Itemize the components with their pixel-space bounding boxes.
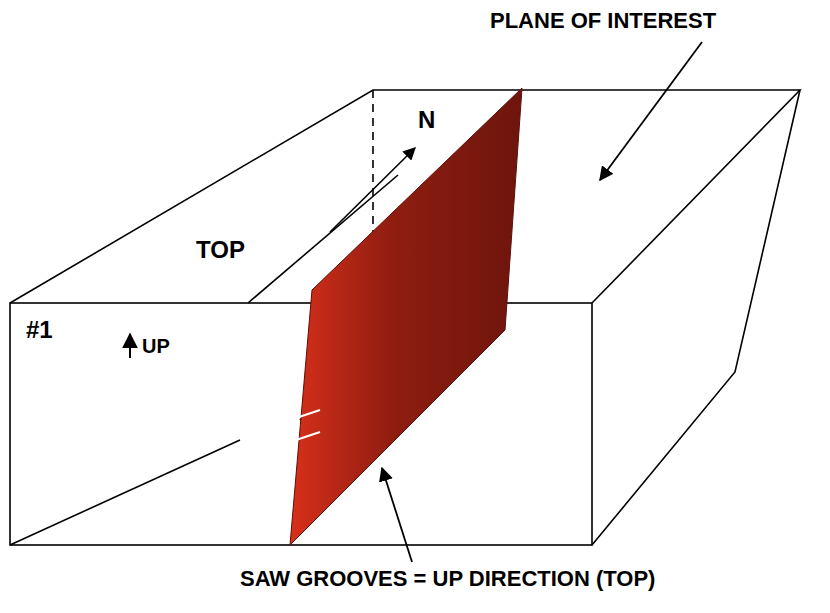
block-edge bbox=[10, 440, 240, 545]
saw-grooves bbox=[296, 410, 320, 440]
grooves-label: SAW GROOVES = UP DIRECTION (TOP) bbox=[240, 568, 655, 590]
block-number: #1 bbox=[26, 318, 53, 342]
plane-label: PLANE OF INTEREST bbox=[490, 10, 716, 32]
face-label: TOP bbox=[196, 238, 245, 262]
direction-label: UP bbox=[142, 336, 170, 356]
plane-of-interest bbox=[290, 88, 522, 545]
leader-line bbox=[382, 468, 412, 562]
north-label: N bbox=[418, 108, 435, 132]
leader-line bbox=[600, 42, 702, 180]
right-face bbox=[592, 90, 800, 545]
north-arrow bbox=[330, 148, 415, 232]
up-arrow bbox=[129, 334, 131, 358]
